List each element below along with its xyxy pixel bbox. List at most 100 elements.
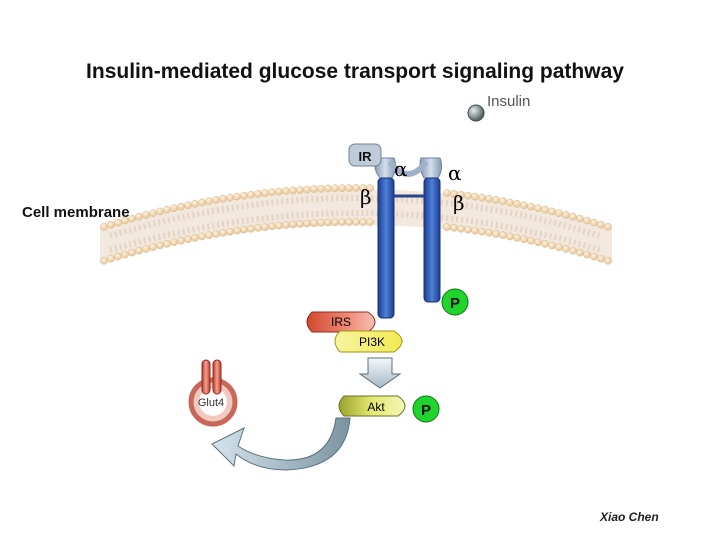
lipid-head-inner: [212, 230, 220, 238]
lipid-head-inner: [268, 222, 276, 231]
lipid-head-inner: [604, 256, 612, 265]
lipid-head-inner: [555, 243, 563, 252]
lipid-head-outer: [142, 211, 150, 219]
lipid-head-inner: [597, 254, 605, 263]
lipid-head-outer: [163, 205, 171, 214]
author-signature: Xiao Chen: [600, 510, 659, 524]
lipid-head-inner: [359, 218, 367, 226]
lipid-head-inner: [576, 248, 584, 257]
lipid-head-outer: [212, 196, 220, 204]
alpha-right-label: α: [448, 161, 462, 185]
lipid-head-outer: [317, 184, 325, 193]
lipid-head-inner: [247, 224, 255, 233]
lipid-head-inner: [205, 231, 213, 240]
lipid-head-inner: [331, 218, 339, 227]
lipid-head-inner: [135, 246, 143, 255]
beta-right-label: β: [453, 191, 465, 215]
lipid-head-inner: [527, 236, 535, 245]
lipid-head-outer: [485, 194, 493, 203]
p-akt-label: P: [421, 402, 431, 419]
lipid-head-outer: [597, 220, 605, 229]
ir-label: IR: [359, 149, 373, 164]
lipid-head-inner: [534, 238, 542, 247]
lipid-head-inner: [499, 231, 507, 240]
lipid-head-inner: [303, 219, 311, 228]
lipid-head-inner: [471, 226, 479, 235]
lipid-head-outer: [583, 216, 591, 225]
lipid-head-inner: [590, 252, 598, 261]
lipid-head-outer: [562, 211, 570, 219]
lipid-head-inner: [492, 230, 500, 238]
lipid-head-outer: [303, 185, 311, 194]
insulin-receptor: [374, 157, 443, 319]
lipid-head-outer: [471, 192, 479, 201]
lipid-head-outer: [191, 199, 199, 208]
lipid-head-outer: [184, 201, 192, 210]
lipid-head-outer: [268, 188, 276, 197]
lipid-head-outer: [506, 198, 514, 207]
lipid-head-outer: [499, 197, 507, 206]
lipid-head-outer: [464, 191, 472, 200]
lipid-head-outer: [254, 190, 262, 198]
lipid-head-inner: [233, 226, 241, 235]
phospholipid-heads: [100, 184, 612, 265]
lipid-head-outer: [478, 193, 486, 202]
receptor-beta-right: [423, 177, 441, 303]
lipid-head-inner: [310, 219, 318, 227]
lipid-head-outer: [492, 196, 500, 204]
lipid-head-outer: [338, 184, 346, 192]
lipid-head-inner: [443, 223, 451, 231]
pi3k-protein: [334, 330, 403, 353]
lipid-head-inner: [520, 235, 528, 244]
lipid-head-outer: [604, 222, 612, 231]
lipid-head-inner: [366, 218, 374, 226]
alpha-left-label: α: [394, 157, 408, 181]
lipid-head-outer: [282, 187, 290, 195]
cell-membrane-label: Cell membrane: [22, 204, 130, 221]
lipid-head-outer: [590, 218, 598, 227]
lipid-head-inner: [506, 232, 514, 241]
lipid-head-outer: [534, 204, 542, 213]
lipid-head-outer: [170, 204, 178, 213]
lipid-head-outer: [310, 185, 318, 193]
glut4-vesicle: [188, 359, 238, 427]
membrane-tail-texture: [109, 195, 601, 253]
lipid-head-inner: [282, 221, 290, 229]
lipid-head-inner: [541, 239, 549, 248]
lipid-head-inner: [289, 220, 297, 229]
lipid-head-inner: [275, 221, 283, 230]
lipid-head-outer: [226, 193, 234, 202]
lipid-head-outer: [233, 192, 241, 201]
lipid-head-outer: [331, 184, 339, 193]
ir-label-box: [348, 143, 382, 167]
lipid-head-outer: [345, 184, 353, 192]
lipid-head-outer: [114, 218, 122, 227]
lipid-head-inner: [142, 245, 150, 253]
lipid-head-inner: [457, 224, 465, 233]
lipid-head-outer: [128, 214, 136, 223]
lipid-head-inner: [170, 238, 178, 247]
beta-left-label: β: [360, 185, 372, 209]
p-receptor-label: P: [450, 295, 460, 312]
pi3k-label: PI3K: [359, 335, 385, 349]
lipid-head-inner: [296, 220, 304, 228]
lipid-head-inner: [261, 223, 269, 231]
insulin-label: Insulin: [487, 93, 531, 110]
lipid-head-outer: [261, 189, 269, 197]
lipid-head-inner: [548, 241, 556, 250]
lipid-head-outer: [219, 194, 227, 203]
lipid-head-outer: [247, 190, 255, 199]
lipid-head-inner: [184, 235, 192, 244]
lipid-head-outer: [569, 212, 577, 221]
lipid-head-outer: [289, 186, 297, 195]
lipid-head-outer: [443, 189, 451, 197]
lipid-head-outer: [107, 220, 115, 229]
lipid-head-inner: [156, 241, 164, 250]
irs-label: IRS: [331, 315, 351, 329]
lipid-head-inner: [191, 233, 199, 242]
lipid-head-inner: [114, 252, 122, 261]
lipid-head-outer: [324, 184, 332, 193]
glut4-label: Glut4: [198, 397, 224, 409]
lipid-head-inner: [562, 245, 570, 253]
